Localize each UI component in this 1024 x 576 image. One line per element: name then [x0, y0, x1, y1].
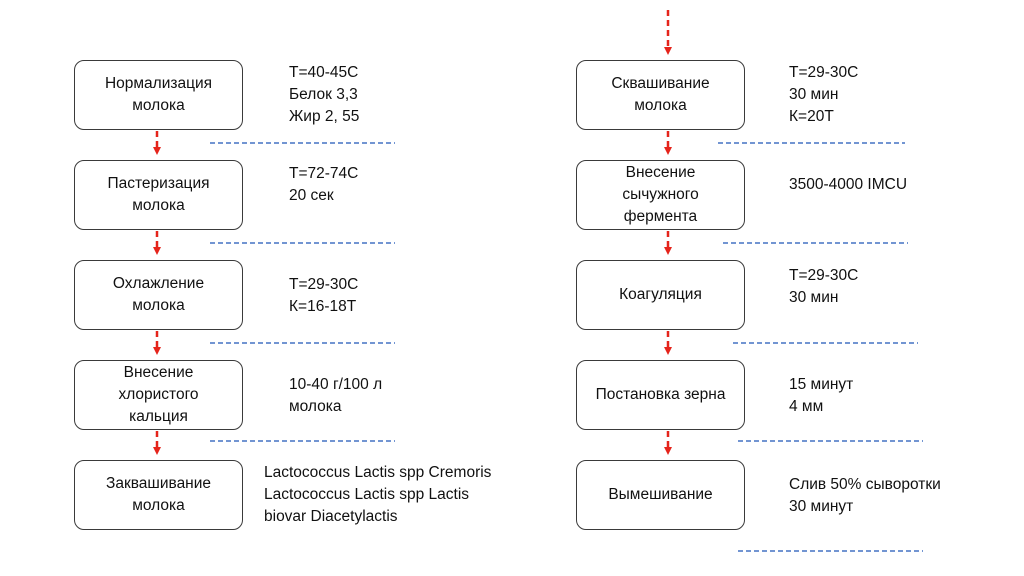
step-box-coagulation: Коагуляция — [576, 260, 745, 330]
note-line: Т=29-30С — [289, 276, 359, 293]
note-line: 30 мин — [789, 86, 839, 103]
note-line: Т=29-30С — [789, 64, 859, 81]
step-label-line: Нормализация — [104, 75, 213, 92]
note-line: Жир 2, 55 — [289, 108, 360, 125]
step-note-grain-setting: 15 минут 4 мм — [789, 374, 853, 418]
step-box-fermentation: Сквашивание молока — [576, 60, 745, 130]
note-line: Lactococcus Lactis spp Cremoris — [264, 464, 492, 481]
step-label-line: Пастеризация — [107, 175, 210, 192]
step-label-line: Охлажление — [112, 275, 205, 292]
note-line: 15 минут — [789, 376, 854, 393]
note-line: biovar Diacetylactis — [264, 508, 398, 525]
step-label-line: Заквашивание — [105, 475, 212, 492]
step-label-line: Постановка зерна — [595, 386, 726, 403]
step-note-cooling: Т=29-30С К=16-18Т — [289, 274, 358, 318]
note-line: 10-40 г/100 л — [289, 376, 383, 393]
step-label-line: молока — [132, 97, 185, 114]
step-note-stirring: Слив 50% сыворотки 30 минут — [789, 474, 941, 518]
note-line: Т=72-74С — [289, 165, 359, 182]
step-label-line: молока — [634, 97, 687, 114]
note-line: Белок 3,3 — [289, 86, 358, 103]
step-note-fermentation: Т=29-30С 30 мин К=20Т — [789, 62, 858, 128]
step-box-cooling: Охлажление молока — [74, 260, 243, 330]
step-note-pasteurization: Т=72-74С 20 сек — [289, 163, 358, 207]
step-note-normalization: Т=40-45С Белок 3,3 Жир 2, 55 — [289, 62, 359, 128]
step-note-coagulation: Т=29-30С 30 мин — [789, 265, 858, 309]
note-line: 4 мм — [789, 398, 824, 415]
note-line: 20 сек — [289, 187, 334, 204]
step-label-line: сычужного — [622, 186, 699, 203]
note-line: 30 минут — [789, 498, 854, 515]
step-label-line: Вымешивание — [608, 486, 713, 503]
step-label-line: молока — [132, 497, 185, 514]
note-line: К=20Т — [789, 108, 834, 125]
step-box-souring: Заквашивание молока — [74, 460, 243, 530]
step-note-calcium-chloride: 10-40 г/100 л молока — [289, 374, 382, 418]
step-label-line: Внесение — [625, 164, 696, 181]
step-label-line: Коагуляция — [619, 286, 702, 303]
step-label-line: фермента — [623, 208, 698, 225]
note-line: Т=29-30С — [789, 267, 859, 284]
note-line: К=16-18Т — [289, 298, 357, 315]
step-box-grain-setting: Постановка зерна — [576, 360, 745, 430]
step-label-line: кальция — [129, 408, 188, 425]
step-label-line: хлористого — [118, 386, 199, 403]
step-note-rennet: 3500-4000 IMCU — [789, 174, 907, 196]
note-line: молока — [289, 398, 342, 415]
step-box-normalization: Нормализация молока — [74, 60, 243, 130]
step-label-line: молока — [132, 297, 185, 314]
step-note-souring: Lactococcus Lactis spp Cremoris Lactococ… — [264, 462, 491, 528]
step-box-stirring: Вымешивание — [576, 460, 745, 530]
note-line: 3500-4000 IMCU — [789, 176, 908, 193]
step-label-line: Сквашивание — [611, 75, 710, 92]
step-box-rennet: Внесение сычужного фермента — [576, 160, 745, 230]
step-label-line: молока — [132, 197, 185, 214]
step-label-line: Внесение — [123, 364, 194, 381]
note-line: Т=40-45С — [289, 64, 359, 81]
note-line: Слив 50% сыворотки — [789, 476, 941, 493]
step-box-pasteurization: Пастеризация молока — [74, 160, 243, 230]
note-line: Lactococcus Lactis spp Lactis — [264, 486, 470, 503]
step-box-calcium-chloride: Внесение хлористого кальция — [74, 360, 243, 430]
note-line: 30 мин — [789, 289, 839, 306]
